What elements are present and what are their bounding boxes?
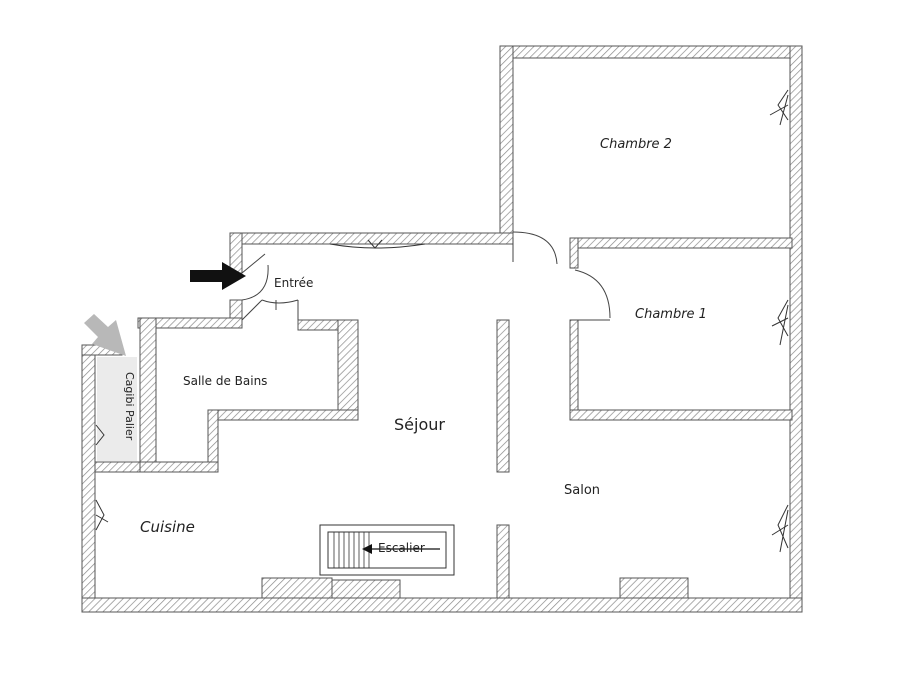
window-icon <box>771 299 789 346</box>
wall <box>337 319 359 421</box>
doors <box>241 231 611 321</box>
window-icon <box>95 424 105 446</box>
label-entree: Entrée <box>274 276 313 290</box>
wall <box>137 317 243 329</box>
window-icon <box>95 499 109 531</box>
window-icon <box>769 89 789 126</box>
entry-arrow-icon <box>190 262 246 290</box>
label-chambre-1: Chambre 1 <box>635 307 707 322</box>
wall <box>496 319 510 473</box>
label-sejour: Séjour <box>394 415 445 434</box>
wall <box>789 45 803 613</box>
label-cuisine: Cuisine <box>140 518 195 536</box>
label-salon: Salon <box>564 483 600 498</box>
wall <box>331 579 401 599</box>
wall <box>229 232 514 245</box>
staircase <box>319 524 455 576</box>
door-icon <box>241 299 299 321</box>
wall <box>569 319 579 421</box>
wall <box>81 344 96 613</box>
wall <box>619 577 689 599</box>
wall <box>207 409 359 421</box>
wall <box>81 597 803 613</box>
secondary-arrow-icon <box>84 314 126 356</box>
wall <box>229 232 243 274</box>
door-icon <box>241 253 269 301</box>
wall <box>229 299 243 321</box>
wall <box>139 461 219 473</box>
door-icon <box>512 231 558 265</box>
label-salle-de-bains: Salle de Bains <box>183 374 267 388</box>
wall <box>94 461 141 473</box>
label-chambre-2: Chambre 2 <box>600 137 672 152</box>
wall <box>139 317 157 471</box>
window-icon <box>329 239 426 249</box>
door-icon <box>570 267 611 321</box>
wall <box>569 409 793 421</box>
wall <box>499 45 803 59</box>
wall <box>261 577 333 599</box>
wall <box>499 45 514 239</box>
label-cagibi-palier: Cagibi Palier <box>123 372 136 441</box>
arrow-left-icon <box>362 544 440 554</box>
walls <box>81 45 803 613</box>
wall <box>569 237 793 249</box>
windows <box>95 89 789 553</box>
cagibi-area <box>97 357 137 461</box>
label-escalier: Escalier <box>378 541 425 555</box>
window-icon <box>771 504 789 553</box>
wall <box>569 237 579 269</box>
